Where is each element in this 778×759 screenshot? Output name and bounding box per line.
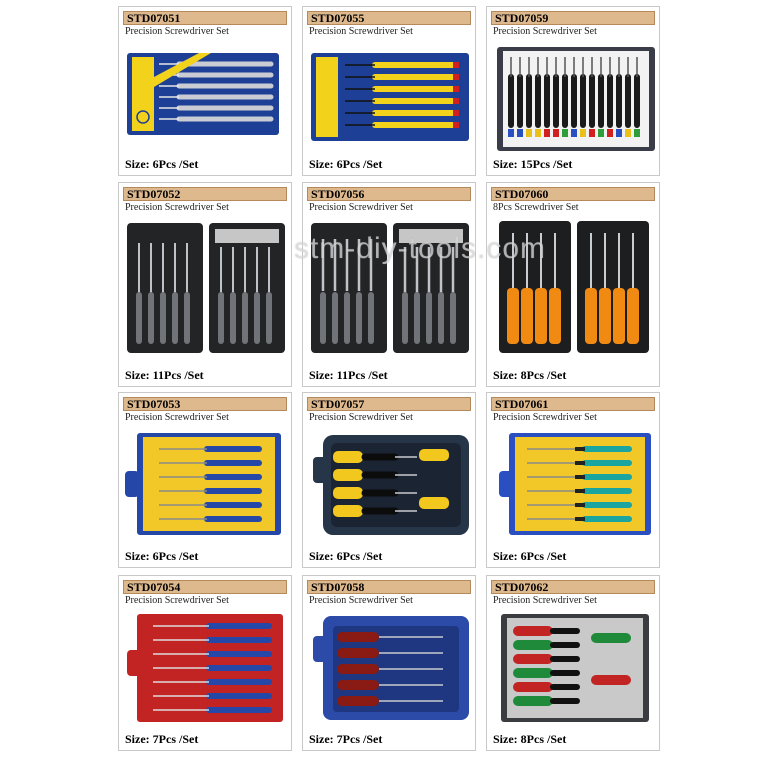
product-code: STD07055 [307, 11, 471, 25]
product-card-std07054[interactable]: STD07054 Precision Screwdriver Set Size:… [118, 575, 292, 751]
product-card-std07053[interactable]: STD07053 Precision Screwdriver Set Size:… [118, 392, 292, 568]
black-case-orange-screwdrivers-icon [499, 221, 649, 353]
product-size: Size: 8Pcs /Set [493, 732, 567, 746]
product-size: Size: 7Pcs /Set [125, 732, 199, 746]
product-size: Size: 6Pcs /Set [125, 549, 199, 563]
product-card-std07056[interactable]: STD07056 Precision Screwdriver Set Size:… [302, 182, 476, 387]
product-description: Precision Screwdriver Set [493, 595, 597, 606]
product-card-std07061[interactable]: STD07061 Precision Screwdriver Set Size:… [486, 392, 660, 568]
product-code: STD07054 [123, 580, 287, 594]
product-card-std07052[interactable]: STD07052 Precision Screwdriver Set Size:… [118, 182, 292, 387]
product-card-std07062[interactable]: STD07062 Precision Screwdriver Set Size:… [486, 575, 660, 751]
product-description: Precision Screwdriver Set [125, 202, 229, 213]
product-description: Precision Screwdriver Set [493, 412, 597, 423]
product-description: Precision Screwdriver Set [125, 26, 229, 37]
product-card-std07051[interactable]: STD07051 Precision Screwdriver Set Size:… [118, 6, 292, 176]
product-card-std07058[interactable]: STD07058 Precision Screwdriver Set Size:… [302, 575, 476, 751]
product-card-std07057[interactable]: STD07057 Precision Screwdriver Set Size:… [302, 392, 476, 568]
product-size: Size: 11Pcs /Set [125, 368, 204, 382]
product-description: Precision Screwdriver Set [309, 26, 413, 37]
product-code: STD07061 [491, 397, 655, 411]
product-size: Size: 6Pcs /Set [125, 157, 199, 171]
product-description: Precision Screwdriver Set [309, 412, 413, 423]
product-size: Size: 11Pcs /Set [309, 368, 388, 382]
product-description: Precision Screwdriver Set [309, 595, 413, 606]
product-description: Precision Screwdriver Set [125, 595, 229, 606]
black-open-case-eleven-tools-icon [311, 223, 469, 353]
product-code: STD07056 [307, 187, 471, 201]
product-code: STD07058 [307, 580, 471, 594]
product-size: Size: 6Pcs /Set [309, 157, 383, 171]
product-card-std07059[interactable]: STD07059 Precision Screwdriver Set Size:… [486, 6, 660, 176]
product-size: Size: 7Pcs /Set [309, 732, 383, 746]
product-code: STD07059 [491, 11, 655, 25]
product-code: STD07053 [123, 397, 287, 411]
product-code: STD07051 [123, 11, 287, 25]
product-code: STD07060 [491, 187, 655, 201]
product-card-std07055[interactable]: STD07055 Precision Screwdriver Set Size:… [302, 6, 476, 176]
product-description: 8Pcs Screwdriver Set [493, 202, 579, 213]
product-description: Precision Screwdriver Set [125, 412, 229, 423]
product-size: Size: 8Pcs /Set [493, 368, 567, 382]
product-description: Precision Screwdriver Set [493, 26, 597, 37]
product-code: STD07062 [491, 580, 655, 594]
product-size: Size: 6Pcs /Set [309, 549, 383, 563]
product-code: STD07057 [307, 397, 471, 411]
product-card-std07060[interactable]: STD07060 8Pcs Screwdriver Set Size: 8Pcs… [486, 182, 660, 387]
product-code: STD07052 [123, 187, 287, 201]
product-size: Size: 6Pcs /Set [493, 549, 567, 563]
product-description: Precision Screwdriver Set [309, 202, 413, 213]
black-open-case-eleven-tools-icon [127, 223, 285, 353]
product-size: Size: 15Pcs /Set [493, 157, 573, 171]
